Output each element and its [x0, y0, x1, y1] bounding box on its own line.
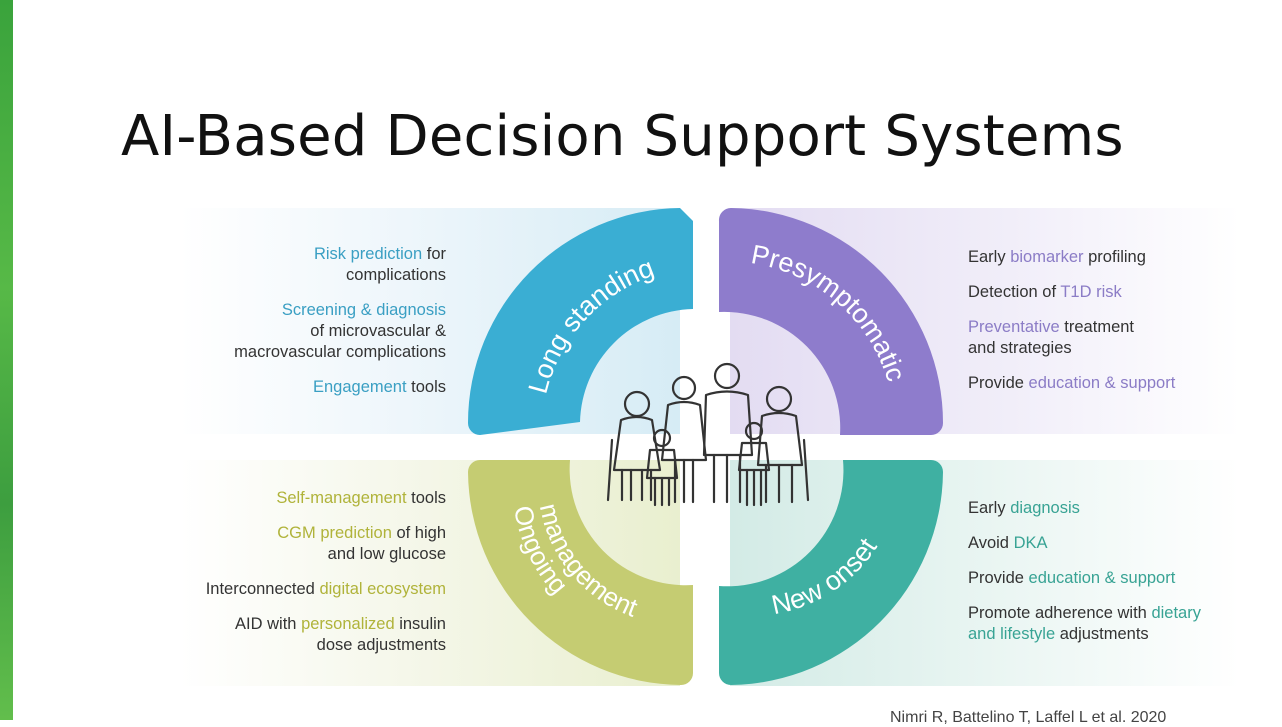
new-onset-segment	[719, 460, 943, 685]
presymptomatic-segment	[718, 207, 943, 435]
list-item: Early biomarker profiling	[968, 248, 1146, 266]
list-item: Preventative treatment and strategies	[968, 318, 1135, 357]
list-item: Provide education & support	[968, 374, 1176, 392]
list-item: CGM prediction of high and low glucose	[277, 524, 446, 563]
list-item: Screening & diagnosis of microvascular &…	[234, 301, 446, 361]
citation: Nimri R, Battelino T, Laffel L et al. 20…	[890, 709, 1167, 726]
list-item: Avoid DKA	[968, 534, 1048, 552]
slide-title: AI-Based Decision Support Systems	[121, 103, 1124, 169]
slide-side-accent-bar	[0, 0, 13, 720]
presymptomatic-list: Early biomarker profiling Detection of T…	[968, 247, 1238, 408]
list-item: Early diagnosis	[968, 499, 1080, 517]
ongoing-management-list: Self-management tools CGM prediction of …	[166, 488, 446, 670]
list-item: AID with personalized insulin dose adjus…	[235, 615, 446, 654]
long-standing-list: Risk prediction for complications Screen…	[180, 244, 446, 412]
ongoing-management-segment	[468, 460, 693, 685]
family-icon	[606, 362, 810, 507]
list-item: Promote adherence with dietary and lifes…	[968, 604, 1201, 643]
list-item: Risk prediction for complications	[313, 245, 446, 284]
list-item: Self-management tools	[276, 489, 446, 507]
list-item: Interconnected digital ecosystem	[205, 580, 446, 598]
list-item: Provide education & support	[968, 569, 1176, 587]
list-item: Engagement tools	[312, 378, 446, 396]
list-item: Detection of T1D risk	[968, 283, 1122, 301]
long-standing-segment	[467, 208, 693, 435]
new-onset-list: Early diagnosis Avoid DKA Provide educat…	[968, 498, 1243, 659]
